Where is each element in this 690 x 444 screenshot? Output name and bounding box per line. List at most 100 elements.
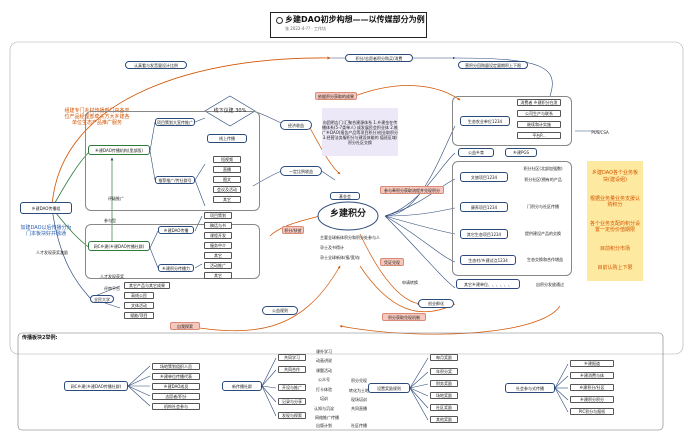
l-b (149, 150, 156, 181)
l-d (194, 163, 206, 181)
list2-item: 课程开发 (204, 232, 232, 239)
group-lower (85, 224, 260, 279)
eco-sub: 继续和计实施 (517, 121, 561, 128)
group-units (452, 161, 572, 276)
bottom-mid-group: 新传播社群 (222, 381, 262, 391)
quality-node: 全民大学 (90, 295, 114, 303)
eco-node: 生态农业单位1234 (460, 116, 510, 126)
bottom-mid-e: 出版计划 (316, 423, 332, 428)
eco-sub: 消费者 乡建积分在发 (517, 99, 561, 106)
b-9 (261, 385, 277, 403)
bottom-left-item: 乡建DAO成员 (152, 383, 200, 390)
vote2-node: 人才发现获奖激励 (36, 249, 68, 255)
group-upper (85, 111, 260, 211)
r-4 (384, 207, 456, 217)
group-eco (452, 96, 572, 146)
bottom-far-item: 乡建报道 (570, 360, 614, 367)
bottom-right-group: 设置奖励规则 (368, 383, 410, 393)
r-2 (384, 152, 456, 217)
bottom-far-item: 乡建消费与体 (570, 372, 614, 379)
bottom-right-item: 其他奖励 (430, 416, 458, 423)
arc-top-left (51, 56, 331, 207)
public-spec: 公益规则 (262, 306, 298, 315)
b-13 (409, 383, 429, 389)
bottom-mid-d: 网络推广传播 (315, 415, 339, 420)
bottom-mid-tag: 开设与推广 (278, 384, 306, 391)
yellow-line: 目前认购上下限 (597, 265, 633, 272)
bottom-right-item: 场地奖励 (430, 392, 458, 399)
list1-item: 直播 (213, 166, 241, 173)
eco-sub: 公司生产与联系 (517, 110, 561, 117)
channel-plan: 项目策划大宣传推广 (155, 118, 195, 126)
yellow-line: 目前积分市场 (599, 246, 630, 253)
bottom-mid-right: 现场培训 (351, 397, 367, 402)
title-card: 乡建DAO初步构想——以传媒部分为例 张 2022-4-?? · 工作坊 (270, 12, 427, 38)
bottom-right-item: 财务奖励 (430, 380, 458, 387)
bottom-mid-right: 共同直播 (351, 406, 367, 411)
core-sub: 孕士及书得计 (320, 245, 344, 250)
l-a (149, 121, 156, 152)
bottom-mid-e: 社区传播 (351, 423, 367, 428)
q-item: 其它产品与其它成果 (124, 282, 170, 289)
bottom-mid-a: 动画讲说 (316, 358, 332, 363)
link-label-3: 人才发现获奖 (100, 273, 124, 279)
bottom-red: 积分获取兑现机制 (382, 313, 426, 321)
other-unit-sub: 自积分发放通过 (536, 282, 564, 287)
top-right: 营积分回购量设定量期积上下限 (458, 61, 528, 69)
vote-node: 评审平台 (104, 285, 120, 291)
page-title: 乡建DAO初步构想——以传媒部分为例 (276, 15, 425, 24)
b-18 (554, 375, 569, 389)
health-node: 康养项目1234 (460, 202, 508, 212)
bottom-mid-c: 打卡体验 (316, 387, 332, 392)
bottom-mid-c: 培训 (320, 396, 328, 401)
l-m (194, 263, 203, 269)
bottom-mid-b: 课题活动 (316, 368, 332, 373)
health-sub: 门积分与社区传播 (527, 204, 559, 209)
list1-item: 短视频 (213, 156, 241, 163)
bottom-mid-f: 积分兑现 (351, 378, 367, 383)
edu-node: 生态村/乡建试点1234 (460, 255, 516, 265)
bottom-mid-f: 转化为土地 (349, 388, 369, 393)
b-7 (261, 369, 277, 387)
public-yang: 公益乡育 (458, 148, 494, 157)
list1-item: 会议及活动 (213, 186, 241, 193)
outer-dao: 网C乡建(乡建DAO传播社群) (88, 241, 150, 251)
bottom-left-item: 志愿者/积分 (152, 393, 200, 400)
lilac-note: 向团明吉门:汇聚合建源体系 1.乡建金在传播体系(5-7类单人) 成发展民会积业… (322, 108, 398, 156)
l-e (194, 179, 206, 207)
r-5 (384, 215, 456, 235)
b-11 (409, 357, 429, 389)
q-item: 高线公民 (124, 292, 154, 299)
bottom-frame (17, 332, 664, 431)
culture-sub: 积分社区(北部加强数) (523, 166, 563, 171)
diamond-label: 线下议建 30% (213, 107, 247, 114)
r-6 (384, 215, 456, 263)
top-red: 依据积分获取的成果 (315, 92, 357, 100)
bottom-far-item: 乡建积分积分 (570, 396, 614, 403)
b-5 (127, 385, 151, 407)
public-yang2: 乡建PGS (505, 148, 537, 157)
bottom-left-item: 机构社会参与 (152, 403, 200, 410)
r-9 (339, 305, 561, 335)
bottom-mid-tag: 记录与分享 (278, 398, 306, 405)
online-node: 线上传播 (207, 134, 247, 143)
yellow-line: 各个业务支配的积分设置一定份价值期限 (590, 220, 641, 234)
bottom-far-item: 乡建积分/社区 (570, 384, 614, 391)
b-17 (554, 363, 569, 389)
b-14 (409, 387, 429, 397)
bottom-left-item: 乡建单位传播代表 (152, 373, 200, 380)
l-l (194, 215, 203, 232)
creative-node: 创业孵化 (418, 299, 454, 308)
l-q (269, 215, 321, 237)
bottom-title: 传播板块2举例: (22, 335, 58, 342)
b-4 (127, 385, 151, 397)
b-16 (409, 387, 429, 421)
bottom-far-item: PIC积分与报纸 (570, 408, 614, 415)
bottom-mid-a: 课外学习 (316, 349, 332, 354)
list2-item: 项目策划 (204, 212, 232, 219)
score-value: 经济收益 (280, 120, 312, 130)
coprod2-node: 乡建积分传播力 (158, 264, 194, 272)
channel-promo: 推荐推广/传社群号 (155, 176, 195, 184)
b-8 (261, 385, 277, 389)
l-p (184, 265, 341, 332)
